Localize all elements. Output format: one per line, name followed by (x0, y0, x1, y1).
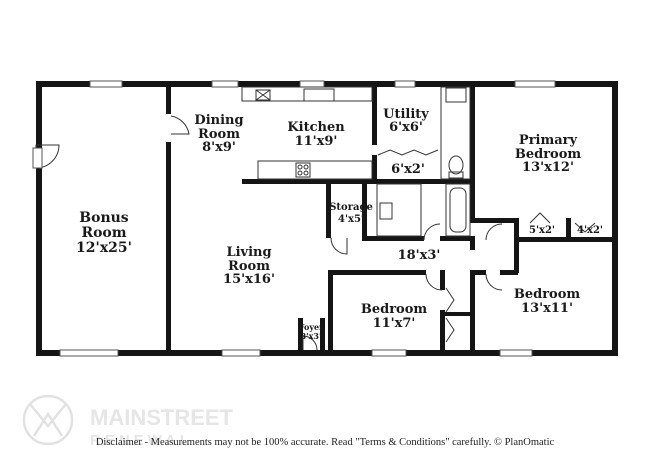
room-name-utility: Utility (383, 107, 429, 122)
room-size-bedroom-2: 13'x11' (521, 301, 573, 316)
room-name-bedroom-2: Bedroom (514, 287, 581, 302)
watermark-logo-icon (22, 394, 74, 446)
room-size-bonus: 12'x25' (76, 240, 132, 256)
fixtures (32, 86, 596, 351)
room-size-storage: 4'x5' (338, 214, 364, 225)
windows (59, 80, 556, 357)
room-size-closet-4x2: 4'x2' (577, 225, 603, 236)
room-size-closet-5x2: 5'x2' (529, 225, 555, 236)
room-size-primary: 13'x12' (522, 160, 574, 175)
exterior-walls (36, 81, 618, 356)
room-name-kitchen: Kitchen (287, 120, 345, 135)
interior-walls (166, 87, 612, 350)
room-name-foyer: Foyer (299, 322, 324, 332)
room-size-closet-6x2: 6'x2' (391, 162, 425, 177)
room-name-storage: Storage (329, 202, 373, 213)
room-size-foyer: 3'x3' (301, 331, 322, 341)
room-size-hall: 18'x3' (398, 248, 441, 263)
room-name-bedroom-3: Bedroom (361, 302, 428, 317)
room-size-kitchen: 11'x9' (295, 134, 338, 149)
room-size-living: 15'x16' (223, 272, 275, 287)
room-size-dining: 8'x9' (202, 140, 236, 155)
room-size-utility: 6'x6' (389, 120, 423, 135)
disclaimer-text: Disclaimer - Measurements may not be 100… (95, 437, 555, 448)
room-size-bedroom-3: 11'x7' (373, 316, 416, 331)
watermark-line2: RENEWAL (90, 432, 193, 449)
watermark-line1: MAINSTREET (90, 405, 234, 430)
watermark: MAINSTREET RENEWAL (22, 394, 234, 449)
